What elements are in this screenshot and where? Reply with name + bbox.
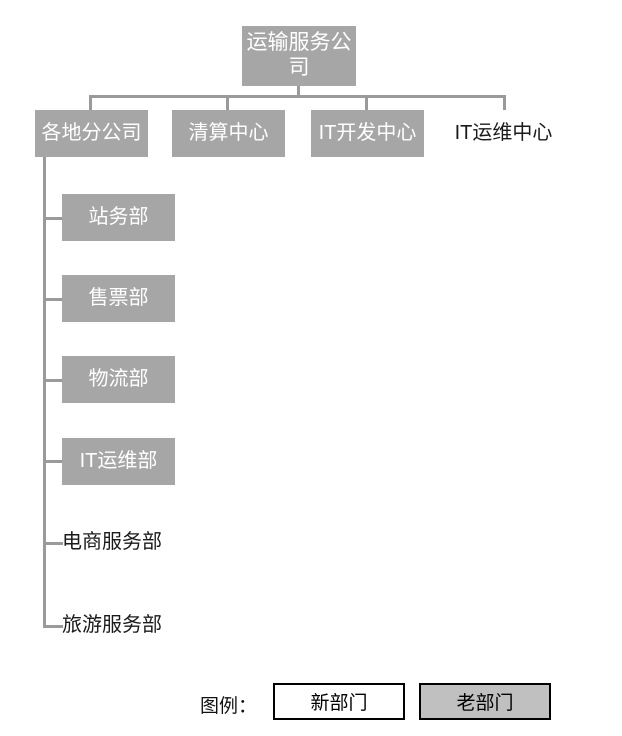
- node-level2-1[interactable]: 售票部: [62, 275, 175, 322]
- node-level1-1[interactable]: 清算中心: [172, 110, 285, 157]
- node-root[interactable]: 运输服务公司: [242, 26, 356, 86]
- node-level1-0[interactable]: 各地分公司: [35, 110, 148, 157]
- node-level2-5[interactable]: 旅游服务部: [62, 613, 162, 636]
- node-level2-0[interactable]: 站务部: [62, 194, 175, 241]
- connector-arm-5: [43, 625, 63, 628]
- legend-item-new[interactable]: 新部门: [273, 683, 405, 720]
- connector-arm-1: [43, 298, 63, 301]
- legend-item-old[interactable]: 老部门: [419, 683, 551, 720]
- node-level2-2[interactable]: 物流部: [62, 356, 175, 403]
- node-level2-3[interactable]: IT运维部: [62, 438, 175, 485]
- connector-drop-3: [365, 95, 368, 110]
- connector-arm-3: [43, 460, 63, 463]
- connector-arm-0: [43, 217, 63, 220]
- connector-level1-bus: [89, 95, 506, 98]
- node-level1-3[interactable]: IT运维中心: [454, 121, 553, 144]
- connector-level2-spine: [43, 157, 46, 627]
- connector-drop-1: [89, 95, 92, 110]
- node-level2-4[interactable]: 电商服务部: [62, 530, 162, 553]
- connector-arm-4: [43, 542, 63, 545]
- node-level1-2[interactable]: IT开发中心: [311, 110, 424, 157]
- legend-title: 图例：: [200, 696, 258, 717]
- connector-drop-4: [503, 95, 506, 110]
- connector-arm-2: [43, 379, 63, 382]
- connector-root-stem: [297, 86, 300, 97]
- connector-drop-2: [226, 95, 229, 110]
